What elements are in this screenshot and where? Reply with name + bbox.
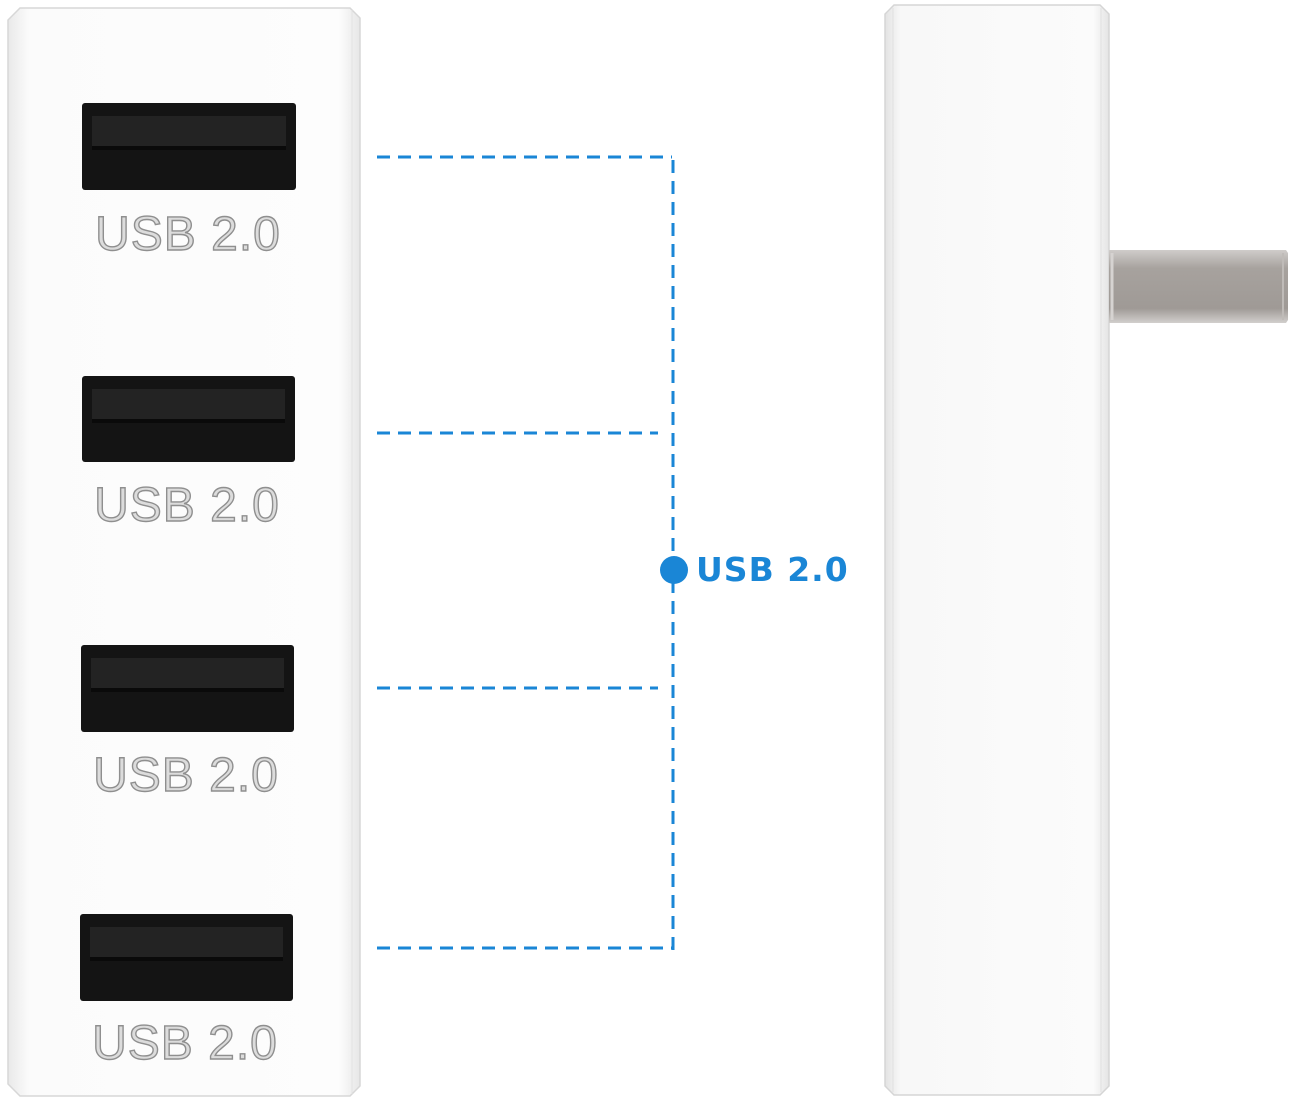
hub-housing-side: [884, 4, 1110, 1096]
callout-label: USB 2.0: [696, 550, 849, 589]
hub-side-view: [884, 4, 1288, 1096]
usb-port-2: USB 2.0: [82, 376, 295, 533]
hub-housing-front: [7, 7, 361, 1097]
usb-port-4: USB 2.0: [80, 914, 293, 1071]
callout-dot-icon: [660, 556, 688, 584]
usb-port-1: USB 2.0: [82, 103, 296, 262]
port-bracket: [377, 155, 675, 952]
usb-port-3: USB 2.0: [81, 645, 294, 803]
usb-connector-plug: [1109, 250, 1288, 323]
usb-port-2-label: USB 2.0: [94, 479, 280, 532]
usb-port-4-label: USB 2.0: [92, 1017, 278, 1070]
hub-front-view: USB 2.0 USB 2.0 USB 2.0 USB 2.0: [7, 7, 361, 1097]
usb-port-3-label: USB 2.0: [93, 749, 279, 802]
usb-callout: USB 2.0: [660, 550, 849, 589]
usb-port-1-label: USB 2.0: [95, 208, 281, 261]
